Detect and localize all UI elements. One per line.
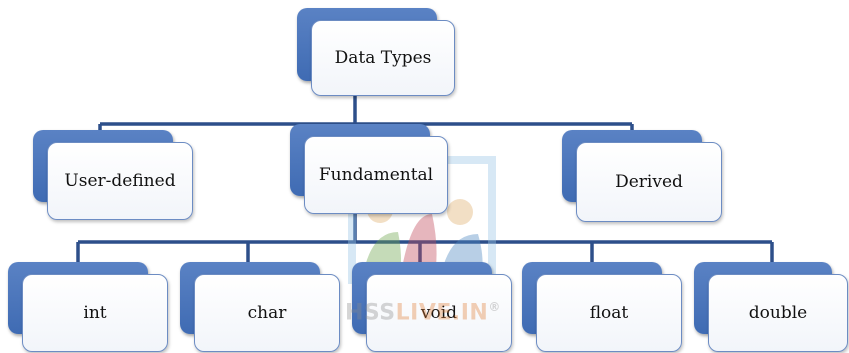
- type-node-double: double: [694, 262, 849, 352]
- category-node-fundamental: Fundamental: [290, 124, 448, 214]
- root-label: Data Types: [311, 20, 455, 96]
- type-label-int: int: [22, 274, 168, 352]
- type-label-void: void: [366, 274, 512, 352]
- type-label-char: char: [194, 274, 340, 352]
- category-label-fundamental: Fundamental: [304, 136, 448, 214]
- type-node-void: void: [352, 262, 512, 352]
- type-node-char: char: [180, 262, 340, 352]
- type-label-double: double: [708, 274, 848, 352]
- category-label-user-defined: User-defined: [47, 142, 193, 220]
- type-node-int: int: [8, 262, 168, 352]
- type-node-float: float: [522, 262, 682, 352]
- category-label-derived: Derived: [576, 142, 722, 222]
- root-node: Data Types: [297, 8, 455, 96]
- type-label-float: float: [536, 274, 682, 352]
- category-node-user-defined: User-defined: [33, 130, 193, 220]
- category-node-derived: Derived: [562, 130, 722, 222]
